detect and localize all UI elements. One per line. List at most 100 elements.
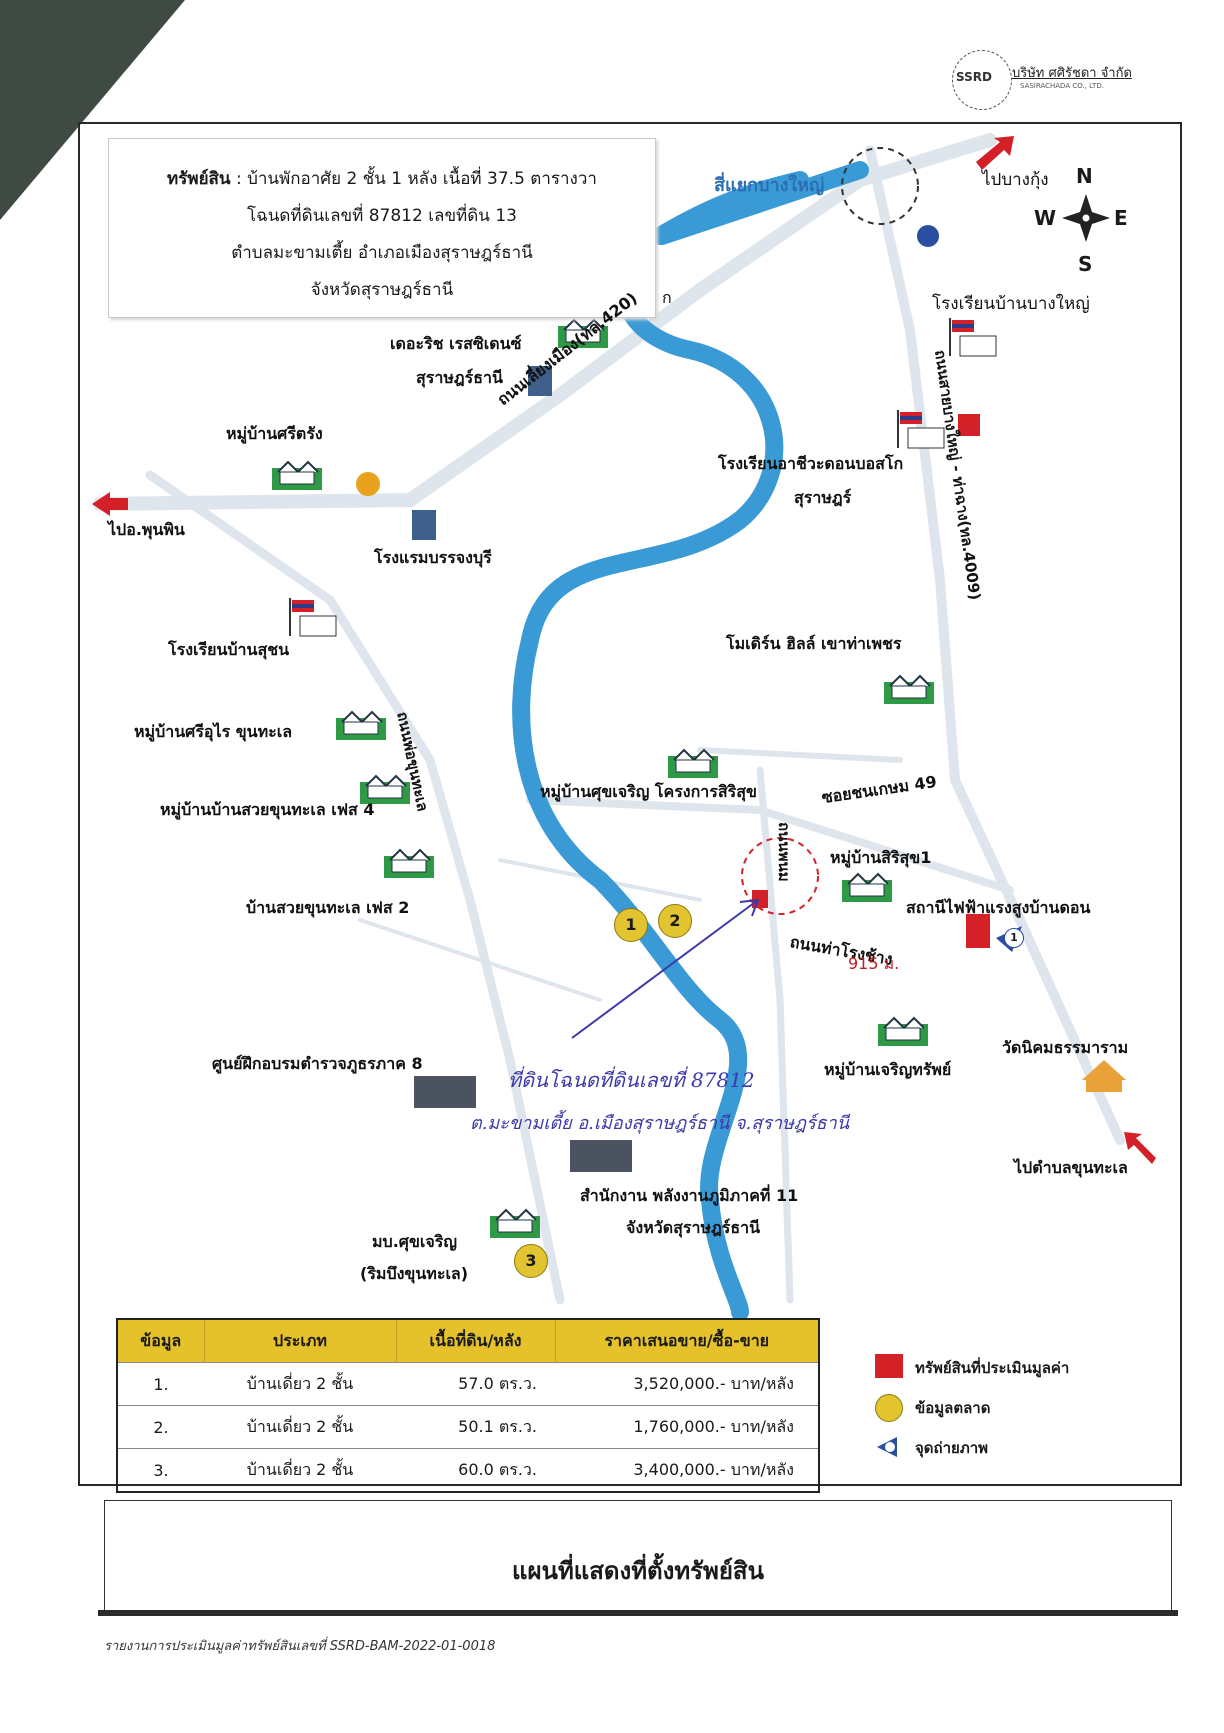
logo-company-name: บริษัท ศศิรัชดา จำกัด [1012, 66, 1132, 81]
house-icon [384, 848, 434, 878]
label-road-num: ถนนพนม [775, 822, 793, 882]
table-header: เนื้อที่ดิน/หลัง [395, 1319, 555, 1363]
house-icon [668, 748, 718, 778]
house-icon [336, 710, 386, 740]
caption-box: แผนที่แสดงที่ตั้งทรัพย์สิน [104, 1500, 1172, 1614]
energy-office-icon [570, 1140, 632, 1172]
road-grid2 [358, 918, 602, 1002]
label-vocational: โรงเรียนอาชีวะดอนบอสโก [718, 454, 904, 473]
label-distance: 915 ม. [848, 954, 900, 973]
table-row: 1. บ้านเดี่ยว 2 ชั้น 57.0 ตร.ว. 3,520,00… [117, 1362, 819, 1406]
house-icon [558, 318, 608, 348]
intersection-circle [841, 147, 919, 225]
substation-icon [966, 914, 990, 948]
road-soi [697, 747, 903, 763]
school-icon [949, 318, 997, 357]
roads [93, 133, 1125, 1305]
divider [98, 1610, 1178, 1616]
temple-icon [1082, 1060, 1126, 1092]
subject-circle [741, 837, 819, 915]
asset-line3: ตำบลมะขามเตี้ย อำเภอเมืองสุราษฎร์ธานี [231, 243, 533, 263]
asset-info-box: ทรัพย์สิน : บ้านพักอาศัย 2 ชั้น 1 หลัง เ… [108, 138, 656, 318]
label-to-khun-thale: ไปตำบลขุนทะเล [1014, 1158, 1128, 1177]
school-icons [289, 318, 997, 637]
label-school-suchon: โรงเรียนบ้านสุชน [168, 640, 290, 659]
asset-line2: โฉนดที่ดินเลขที่ 87812 เลขที่ดิน 13 [247, 206, 517, 226]
label-hotel: โรงแรมบรรจงบุรี [374, 548, 492, 567]
table-cell: 3,400,000.- บาท/หลัง [555, 1448, 819, 1492]
label-energy-office-2: จังหวัดสุราษฎร์ธานี [626, 1218, 761, 1237]
table-cell: 1,760,000.- บาท/หลัง [555, 1405, 819, 1449]
table-header: ประเภท [203, 1319, 396, 1363]
compass-north: N [1076, 164, 1093, 188]
table-header-row: ข้อมูล ประเภท เนื้อที่ดิน/หลัง ราคาเสนอข… [116, 1319, 819, 1363]
asset-line1: : บ้านพักอาศัย 2 ชั้น 1 หลัง เนื้อที่ 37… [230, 169, 597, 189]
logo-company-sub: SASIRACHADA CO., LTD. [1020, 82, 1104, 90]
label-ring-road-end: ก [662, 288, 672, 307]
table-cell: บ้านเดี่ยว 2 ชั้น [204, 1405, 396, 1449]
label-police-center: ศูนย์ฝึกอบรมตำรวจภูธรภาค 8 [212, 1054, 423, 1073]
label-modern-hills: โมเดิร์น ฮิลล์ เขาท่าเพชร [726, 634, 902, 653]
label-to-bang-kung: ไปบางกุ้ง [982, 170, 1049, 190]
table-header: ข้อมูล [116, 1319, 204, 1363]
legend-label: ทรัพย์สินที่ประเมินมูลค่า [915, 1359, 1070, 1377]
hotel-icon [412, 510, 436, 540]
handwritten-location-note: ต.มะขามเตี้ย อ.เมืองสุราษฎร์ธานี จ.สุราษ… [470, 1113, 850, 1134]
label-intersection: สี่แยกบางใหญ่ [714, 175, 825, 196]
table-cell: 2. [117, 1405, 204, 1449]
arrow-phunphin-icon [92, 492, 128, 516]
market-data-table: ข้อมูล ประเภท เนื้อที่ดิน/หลัง ราคาเสนอข… [116, 1318, 820, 1493]
arrow-bang-kung-icon [976, 136, 1014, 170]
shell-station-icon [356, 472, 380, 496]
police-center-icon [414, 1076, 476, 1108]
table-cell: 1. [117, 1362, 204, 1406]
company-logo: SSRD บริษัท ศศิรัชดา จำกัด SASIRACHADA C… [952, 48, 1157, 110]
table-cell: 50.1 ตร.ว. [396, 1405, 555, 1449]
label-to-phunphin: ไปอ.พุนพิน [108, 520, 185, 539]
market-circle-icon [875, 1394, 903, 1422]
table-row: 2. บ้านเดี่ยว 2 ชั้น 50.1 ตร.ว. 1,760,00… [117, 1405, 819, 1449]
label-charoen-sap: หมู่บ้านเจริญทรัพย์ [824, 1060, 952, 1079]
photo-point-marker[interactable]: 1 [1004, 928, 1024, 948]
market-marker-3[interactable]: 3 [514, 1244, 548, 1278]
house-icon [272, 460, 322, 490]
legend-label: ข้อมูลตลาด [915, 1399, 991, 1417]
handwritten-arrow [571, 898, 760, 1039]
market-marker-1[interactable]: 1 [614, 908, 648, 942]
market-marker-2[interactable]: 2 [658, 904, 692, 938]
table-cell: 3. [117, 1448, 204, 1492]
label-suk-charoen: หมู่บ้านศุขเจริญ โครงการสิริสุข [540, 782, 757, 801]
table-cell: 3,520,000.- บาท/หลัง [555, 1362, 819, 1406]
photo-point-legend-icon [877, 1437, 897, 1457]
red-cross-icon [958, 414, 980, 436]
label-sri-ukrai: หมู่บ้านศรีอุไร ขุนทะเล [134, 722, 293, 741]
ring-road [93, 133, 997, 511]
table-cell: บ้านเดี่ยว 2 ชั้น [204, 1362, 396, 1406]
ptt-station-icon [917, 225, 939, 247]
label-the-rich: เดอะริช เรสซิเดนซ์ [390, 334, 522, 353]
house-icon [884, 674, 934, 704]
table-row: 3. บ้านเดี่ยว 2 ชั้น 60.0 ตร.ว. 3,400,00… [117, 1448, 819, 1492]
report-footer: รายงานการประเมินมูลค่าทรัพย์สินเลขที่ SS… [104, 1639, 496, 1654]
village-icons [272, 318, 934, 1238]
label-mb-suk: มบ.ศุขเจริญ [372, 1232, 457, 1251]
river-head [653, 161, 869, 245]
label-energy-office: สำนักงาน พลังงานภูมิภาคที่ 11 [580, 1186, 799, 1205]
label-siri-suk: หมู่บ้านสิริสุข1 [830, 848, 932, 867]
logo-seal-text: SSRD [956, 70, 992, 84]
label-mb-suk-2: (ริมบึงขุนทะเล) [360, 1264, 469, 1283]
house-icon [842, 872, 892, 902]
table-cell: บ้านเดี่ยว 2 ชั้น [204, 1448, 396, 1492]
label-suay-khun-4: หมู่บ้านบ้านสวยขุนทะเล เฟส 4 [160, 800, 375, 819]
arrow-khun-thale-icon [1124, 1132, 1156, 1164]
asset-line4: จังหวัดสุราษฎร์ธานี [310, 280, 454, 300]
house-icon [878, 1016, 928, 1046]
house-icon [490, 1208, 540, 1238]
compass-west: W [1034, 206, 1057, 230]
legend-label: จุดถ่ายภาพ [915, 1439, 989, 1457]
compass-south: S [1078, 252, 1093, 276]
subject-square-icon [875, 1354, 903, 1378]
label-moo-sri-rung: หมู่บ้านศรีตรัง [226, 424, 323, 443]
house-icon [360, 774, 410, 804]
company-seal-icon [952, 50, 1012, 110]
